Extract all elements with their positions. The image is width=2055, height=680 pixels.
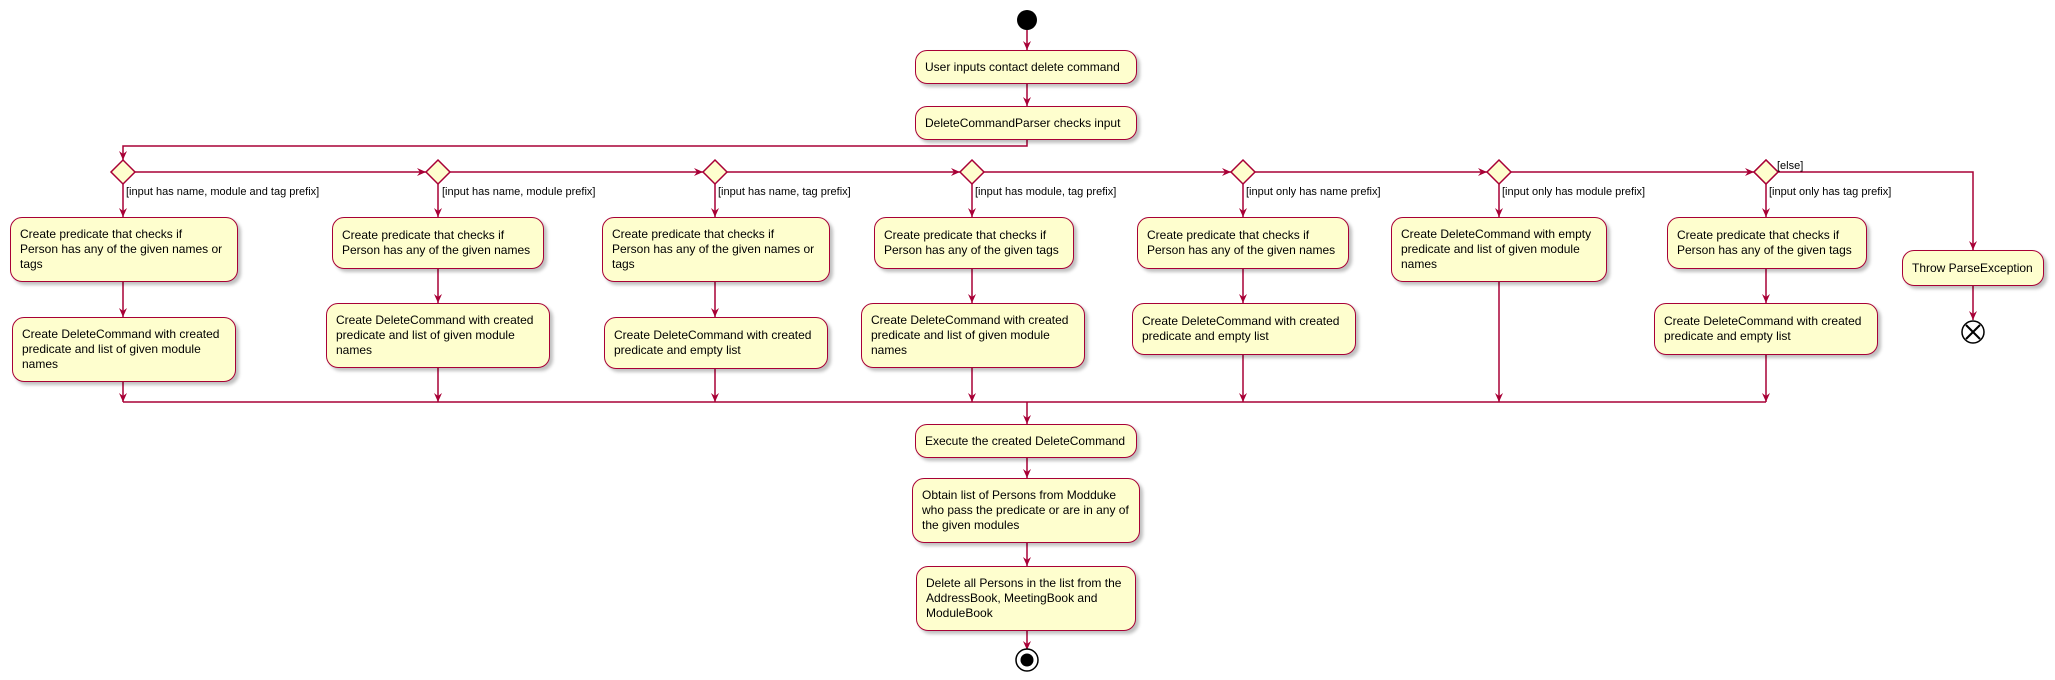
end-node-dot [1020, 653, 1034, 667]
node-b5-predicate: Create predicate that checks if Person h… [1137, 217, 1349, 269]
guard-2: [input has name, module prefix] [442, 186, 596, 198]
decision-diamond-3 [701, 158, 729, 186]
decision-diamond-7 [1752, 158, 1780, 186]
node-b7-predicate: Create predicate that checks if Person h… [1667, 217, 1867, 269]
node-delete-persons: Delete all Persons in the list from the … [916, 566, 1136, 631]
guard-4: [input has module, tag prefix] [975, 186, 1117, 198]
node-b1-command: Create DeleteCommand with created predic… [12, 317, 236, 382]
node-obtain-persons: Obtain list of Persons from Modduke who … [912, 478, 1140, 543]
edge-else-to-throw [1778, 171, 1977, 250]
guard-7: [input only has tag prefix] [1769, 186, 1892, 198]
node-b2-command: Create DeleteCommand with created predic… [326, 303, 550, 368]
decision-diamond-5 [1229, 158, 1257, 186]
node-b7-command: Create DeleteCommand with created predic… [1654, 303, 1878, 355]
node-b6-command: Create DeleteCommand with empty predicat… [1391, 217, 1607, 282]
node-b5-command: Create DeleteCommand with created predic… [1132, 303, 1356, 355]
node-b3-predicate: Create predicate that checks if Person h… [602, 217, 830, 282]
node-user-inputs: User inputs contact delete command [915, 50, 1137, 84]
flow-final-cross-2 [1965, 324, 1981, 340]
node-execute: Execute the created DeleteCommand [915, 424, 1137, 458]
decision-diamond-2 [424, 158, 452, 186]
node-b1-predicate: Create predicate that checks if Person h… [10, 217, 238, 282]
start-node [1017, 10, 1037, 30]
edge-parser-to-decision [119, 140, 1028, 160]
node-throw-exception: Throw ParseException [1902, 250, 2044, 286]
decision-diamond-4 [958, 158, 986, 186]
guard-1: [input has name, module and tag prefix] [126, 186, 320, 198]
node-b2-predicate: Create predicate that checks if Person h… [332, 217, 544, 269]
node-b4-predicate: Create predicate that checks if Person h… [874, 217, 1074, 269]
guard-else: [else] [1777, 160, 1804, 172]
node-b4-command: Create DeleteCommand with created predic… [861, 303, 1085, 368]
guard-5: [input only has name prefix] [1246, 186, 1381, 198]
node-b3-command: Create DeleteCommand with created predic… [604, 317, 828, 369]
node-parser-checks: DeleteCommandParser checks input [915, 106, 1137, 140]
guard-3: [input has name, tag prefix] [718, 186, 851, 198]
decision-diamond-1 [109, 158, 137, 186]
guard-6: [input only has module prefix] [1502, 186, 1646, 198]
decision-diamond-6 [1485, 158, 1513, 186]
